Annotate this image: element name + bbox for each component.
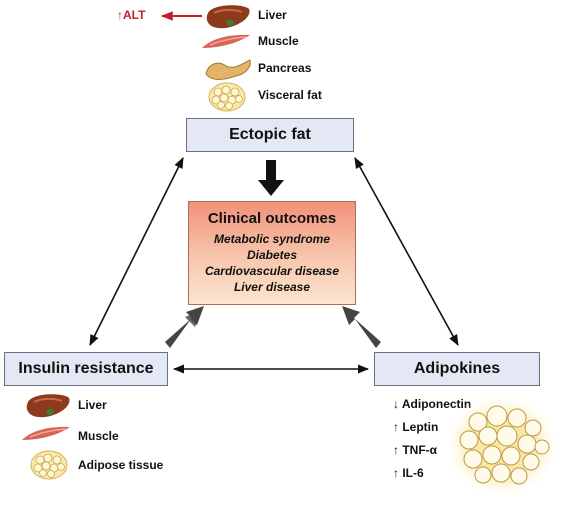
up-arrow-icon: ↑ — [393, 443, 399, 457]
up-arrow-icon: ↑ — [393, 420, 399, 434]
clinical-outcome-item: Cardiovascular disease — [204, 264, 340, 278]
adipokine-item: ↑ IL-6 — [393, 466, 424, 480]
insulin-resistance-box: Insulin resistance — [4, 352, 168, 386]
adipokines-label: Adipokines — [413, 360, 501, 377]
left-organ-label: Liver — [78, 398, 107, 412]
fat-cells-icon — [208, 82, 246, 112]
adipokines-box: Adipokines — [374, 352, 540, 386]
ectopic-fat-label: Ectopic fat — [229, 126, 311, 143]
muscle-icon — [202, 34, 250, 48]
clinical-outcome-item: Diabetes — [246, 248, 298, 262]
left-organ-label: Muscle — [78, 429, 119, 443]
left-organ-label: Adipose tissue — [78, 458, 164, 472]
clinical-outcome-item: Liver disease — [233, 280, 311, 294]
up-arrow-icon: ↑ — [117, 8, 123, 22]
adipose-tissue-icon — [444, 393, 560, 499]
ectopic-to-clinical-arrow — [258, 160, 284, 196]
clinical-outcomes-box: Clinical outcomes Metabolic syndrome Dia… — [188, 201, 356, 305]
adipokine-item: ↑ TNF-α — [393, 443, 438, 457]
clinical-outcomes-title: Clinical outcomes — [207, 210, 337, 227]
fat-cells-icon — [30, 450, 68, 480]
pancreas-icon — [205, 59, 251, 80]
down-arrow-icon: ↓ — [393, 397, 399, 411]
up-arrow-icon: ↑ — [393, 466, 399, 480]
alt-label: ↑ALT — [117, 8, 146, 22]
adipokine-item: ↓ Adiponectin — [393, 397, 472, 411]
adipokines-to-clinical-arrow — [342, 306, 381, 348]
adipokine-item: ↑ Leptin — [393, 420, 439, 434]
top-organ-label: Liver — [258, 8, 287, 22]
ectopic-insulin-arrow — [89, 156, 184, 347]
insulin-resistance-label: Insulin resistance — [18, 360, 154, 377]
top-organ-label: Visceral fat — [258, 88, 322, 102]
liver-icon — [26, 394, 70, 418]
ectopic-adipokines-arrow — [354, 157, 459, 346]
liver-icon — [206, 5, 250, 29]
ectopic-fat-box: Ectopic fat — [186, 118, 354, 152]
top-organ-label: Muscle — [258, 34, 299, 48]
top-organ-label: Pancreas — [258, 61, 312, 75]
clinical-outcome-item: Metabolic syndrome — [213, 232, 331, 246]
muscle-icon — [22, 426, 70, 440]
